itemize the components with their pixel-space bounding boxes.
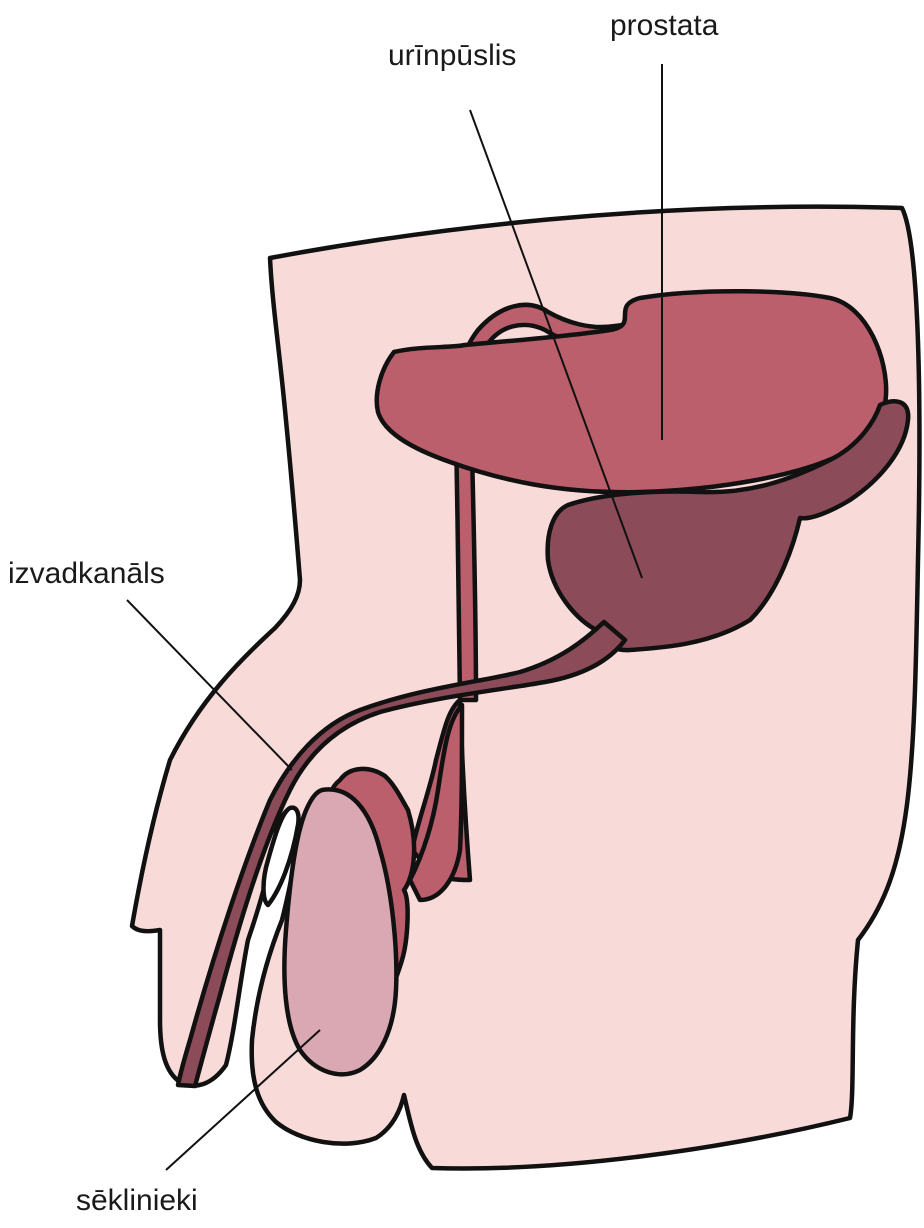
label-vas-deferens: izvadkanāls [8, 557, 165, 590]
label-testicles: sēklinieki [76, 1184, 198, 1217]
label-bladder: urīnpūslis [388, 39, 516, 72]
label-prostate: prostata [610, 9, 719, 42]
